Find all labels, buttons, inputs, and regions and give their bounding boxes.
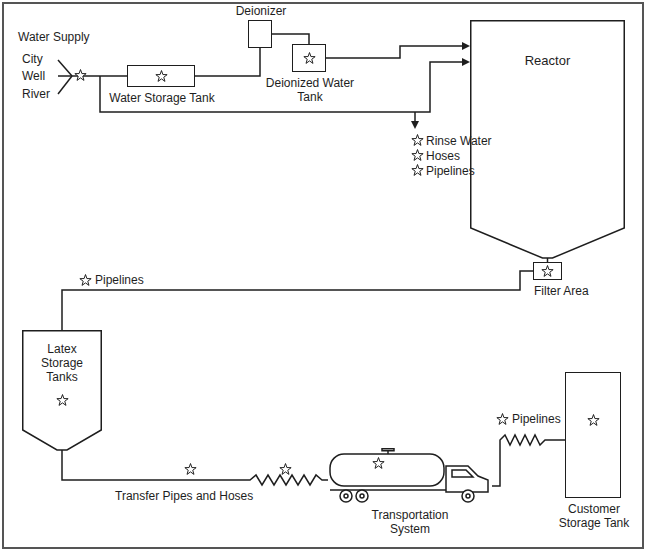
- deionized-tank-box: Deionized Water Tank: [292, 44, 326, 72]
- node-label: Reactor: [478, 54, 617, 68]
- part-label: Rinse Water: [426, 134, 492, 148]
- supply-lines: [58, 60, 464, 122]
- part-label: Well: [22, 69, 45, 83]
- part-label: Pipelines: [426, 164, 475, 178]
- node-label: Filter Area: [534, 284, 589, 298]
- star-symbols: [57, 53, 599, 475]
- arrowhead: [462, 58, 470, 66]
- frame: [3, 3, 643, 548]
- part-label: Transfer Pipes and Hoses: [115, 489, 253, 503]
- node-label: Water Storage Tank: [109, 91, 214, 105]
- reactor-vessel: Reactor: [470, 20, 625, 258]
- node-label: Transportation System: [354, 508, 466, 536]
- node-label: Customer Storage Tank: [555, 502, 633, 530]
- part-label: Pipelines: [512, 412, 561, 426]
- part-label: River: [22, 87, 50, 101]
- arrowhead: [411, 121, 419, 129]
- pipe-connector: [326, 42, 470, 58]
- deionizer-box: Deionizer: [248, 20, 272, 48]
- latex-tank: Latex Storage Tanks: [22, 330, 102, 450]
- node-label: Deionized Water Tank: [260, 76, 360, 104]
- truck-drawing: [328, 448, 492, 505]
- storage-tank-box: Water Storage Tank: [127, 65, 195, 87]
- pipe-connector: [492, 435, 565, 486]
- customer-tank: Customer Storage Tank: [565, 372, 621, 498]
- pipe-connector: [62, 450, 328, 485]
- part-label: Pipelines: [95, 273, 144, 287]
- node-label: Latex Storage Tanks: [31, 342, 93, 384]
- part-label: Water Supply: [18, 30, 90, 44]
- part-label: Hoses: [426, 149, 460, 163]
- pipe-connector: [62, 271, 533, 330]
- filter-box: Filter Area: [533, 262, 562, 280]
- node-label: Deionizer: [236, 4, 287, 18]
- pipe-connector: [272, 34, 309, 44]
- pipe-connector: [195, 48, 260, 76]
- tanker-truck: Transportation System: [328, 448, 492, 505]
- part-label: City: [22, 52, 43, 66]
